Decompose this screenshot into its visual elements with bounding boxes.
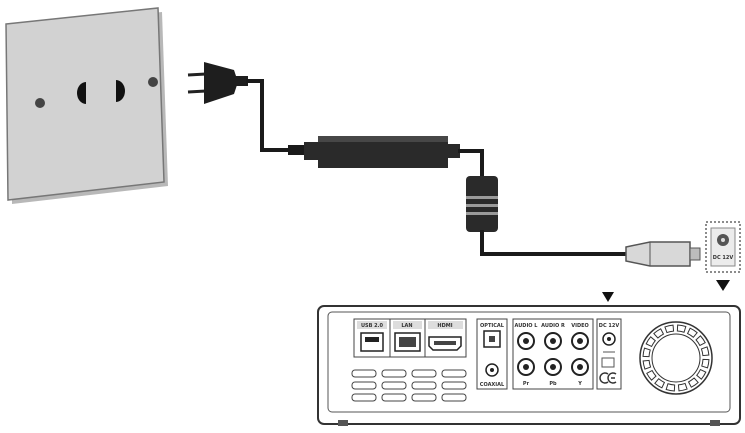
fan-grille-segment xyxy=(645,336,656,348)
audio-l-label: AUDIO L xyxy=(515,323,539,329)
y-label: Y xyxy=(577,381,582,387)
wall-socket xyxy=(5,7,168,204)
cable-ferrite-to-dc xyxy=(480,230,628,256)
pb-label: Pb xyxy=(549,381,557,387)
cooling-fan-icon xyxy=(639,321,713,395)
dc-label: DC 12V xyxy=(599,323,620,329)
ventilation-slots xyxy=(351,369,467,402)
plate-screw-left xyxy=(35,98,45,108)
wall-plate xyxy=(5,7,165,201)
hdmi-label: HDMI xyxy=(437,323,452,329)
dc-zoom-label: DC 12V xyxy=(713,255,734,261)
dc-socket-detail: DC 12V xyxy=(705,221,741,273)
socket-hole-left xyxy=(77,82,86,104)
fan-grille-segment xyxy=(664,324,675,334)
fan-grille-segment xyxy=(695,335,706,347)
down-triangle-icon xyxy=(716,280,730,291)
mark-icon xyxy=(601,357,615,368)
usb-label: USB 2.0 xyxy=(361,323,384,329)
power-plug xyxy=(187,62,248,104)
fan-grille-segment xyxy=(677,382,688,392)
plate-screw-right xyxy=(148,77,158,87)
power-adapter xyxy=(304,136,460,168)
pr-label: Pr xyxy=(523,381,530,387)
fan-grille-segment xyxy=(642,359,652,370)
video-label: VIDEO xyxy=(571,323,589,329)
lan-label: LAN xyxy=(401,323,412,329)
cable-adapter-to-ferrite xyxy=(458,149,484,180)
ce-mark-icon xyxy=(599,372,609,384)
fan-grille-segment xyxy=(696,368,707,380)
optical-label: OPTICAL xyxy=(480,323,505,329)
fan-grille-segment xyxy=(676,324,687,333)
dc-plug xyxy=(625,241,701,267)
fan-grille-segment xyxy=(686,327,698,338)
fan-grille-segment xyxy=(700,346,710,357)
plug-body xyxy=(204,62,238,104)
fan-grille-segment xyxy=(687,377,699,388)
coaxial-label: COAXIAL xyxy=(480,382,505,388)
fan-grille-segment xyxy=(654,378,666,389)
audio-r-label: AUDIO R xyxy=(541,323,565,329)
socket-hole-right xyxy=(116,80,125,102)
fan-grille-segment xyxy=(646,369,657,381)
down-triangle-icon xyxy=(602,292,614,302)
fan-grille-segment xyxy=(642,347,651,358)
fan-grille-segment xyxy=(653,328,665,339)
fan-grille-segment xyxy=(665,383,676,392)
cable-plug-to-adapter xyxy=(246,79,290,152)
ferrite-core xyxy=(466,176,498,232)
device-rear-panel: USB 2.0 LAN HDMI OPTICAL COAXIAL AUDIO L… xyxy=(317,305,741,426)
fan-grille-segment xyxy=(701,358,710,369)
